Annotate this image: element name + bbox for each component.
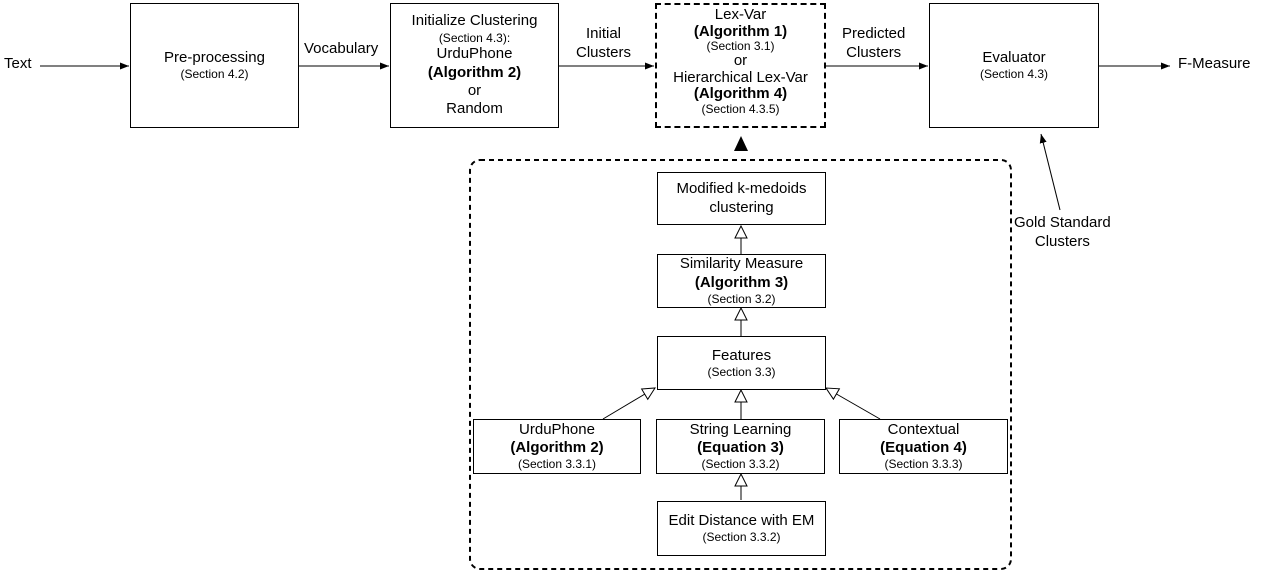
label-vocabulary: Vocabulary — [304, 40, 379, 57]
label-text: Text — [4, 55, 32, 72]
lexvar-section2: (Section 4.3.5) — [701, 101, 780, 116]
lexvar-algorithm4: (Algorithm 4) — [693, 85, 788, 103]
init-clustering-box: Initialize Clustering (Section 4.3): Urd… — [390, 3, 559, 128]
init-clustering-or: or — [467, 81, 482, 99]
init-clustering-option1: UrduPhone — [436, 45, 513, 63]
label-initial-line2: Clusters — [576, 43, 632, 61]
edit-distance-title: Edit Distance with EM — [668, 512, 815, 530]
edit-distance-box: Edit Distance with EM (Section 3.3.2) — [657, 501, 826, 556]
label-gold-standard: Gold Standard Clusters — [1014, 214, 1111, 252]
evaluator-box: Evaluator (Section 4.3) — [929, 3, 1099, 128]
edit-distance-section: (Section 3.3.2) — [702, 530, 781, 545]
arrow-contextual-to-features — [825, 387, 881, 420]
features-title: Features — [711, 346, 772, 364]
kmedoids-box: Modified k-medoids clustering — [657, 172, 826, 225]
preprocessing-section: (Section 4.2) — [180, 67, 249, 82]
init-clustering-algorithm: (Algorithm 2) — [427, 63, 522, 81]
arrow-gold-to-evaluator — [1039, 133, 1061, 211]
lexvar-section1: (Section 3.1) — [706, 39, 775, 54]
label-initial-clusters: Initial Clusters — [576, 25, 631, 63]
label-f-measure: F-Measure — [1178, 55, 1251, 72]
features-section: (Section 3.3) — [707, 364, 776, 379]
lexvar-title2: Hierarchical Lex-Var — [673, 68, 808, 86]
string-learning-box: String Learning (Equation 3) (Section 3.… — [656, 419, 825, 474]
kmedoids-line2: clustering — [709, 198, 774, 216]
label-initial-line1: Initial — [585, 25, 622, 42]
init-clustering-option2: Random — [446, 100, 503, 118]
preprocessing-box: Pre-processing (Section 4.2) — [130, 3, 299, 128]
label-predicted-clusters: Predicted Clusters — [842, 25, 905, 63]
similarity-section: (Section 3.2) — [707, 291, 776, 306]
label-predicted-line2: Clusters — [846, 43, 902, 61]
contextual-title: Contextual — [887, 420, 960, 438]
evaluator-section: (Section 4.3) — [979, 67, 1049, 82]
evaluator-title: Evaluator — [982, 49, 1046, 67]
similarity-algorithm: (Algorithm 3) — [694, 273, 789, 291]
kmedoids-line1: Modified k-medoids — [676, 180, 807, 198]
string-learning-equation: (Equation 3) — [697, 439, 784, 457]
label-gold-line2: Clusters — [1034, 232, 1090, 250]
similarity-title: Similarity Measure — [679, 255, 804, 273]
lexvar-box: Lex-Var (Algorithm 1) (Section 3.1) or H… — [655, 3, 826, 128]
contextual-equation: (Equation 4) — [880, 439, 967, 457]
similarity-box: Similarity Measure (Algorithm 3) (Sectio… — [657, 254, 826, 308]
urduphone-box: UrduPhone (Algorithm 2) (Section 3.3.1) — [473, 419, 641, 474]
urduphone-algorithm: (Algorithm 2) — [510, 439, 604, 457]
features-box: Features (Section 3.3) — [657, 336, 826, 390]
submodel-container — [469, 159, 1012, 570]
string-learning-section: (Section 3.3.2) — [701, 457, 780, 472]
init-clustering-title: Initialize Clustering — [411, 12, 538, 30]
arrow-urduphone-to-features — [602, 387, 656, 420]
label-predicted-line1: Predicted — [842, 25, 906, 42]
urduphone-title: UrduPhone — [519, 420, 595, 438]
contextual-box: Contextual (Equation 4) (Section 3.3.3) — [839, 419, 1008, 474]
init-clustering-section: (Section 4.3): — [438, 30, 511, 45]
lexvar-algorithm1: (Algorithm 1) — [693, 22, 788, 40]
string-learning-title: String Learning — [689, 420, 792, 438]
urduphone-section: (Section 3.3.1) — [517, 457, 597, 472]
contextual-section: (Section 3.3.3) — [884, 457, 963, 472]
lexvar-or: or — [733, 52, 748, 70]
preprocessing-title: Pre-processing — [164, 49, 265, 67]
arrow-submodel-to-lexvar — [734, 136, 748, 151]
lexvar-title: Lex-Var — [714, 6, 767, 24]
label-gold-line1: Gold Standard — [1014, 214, 1111, 231]
